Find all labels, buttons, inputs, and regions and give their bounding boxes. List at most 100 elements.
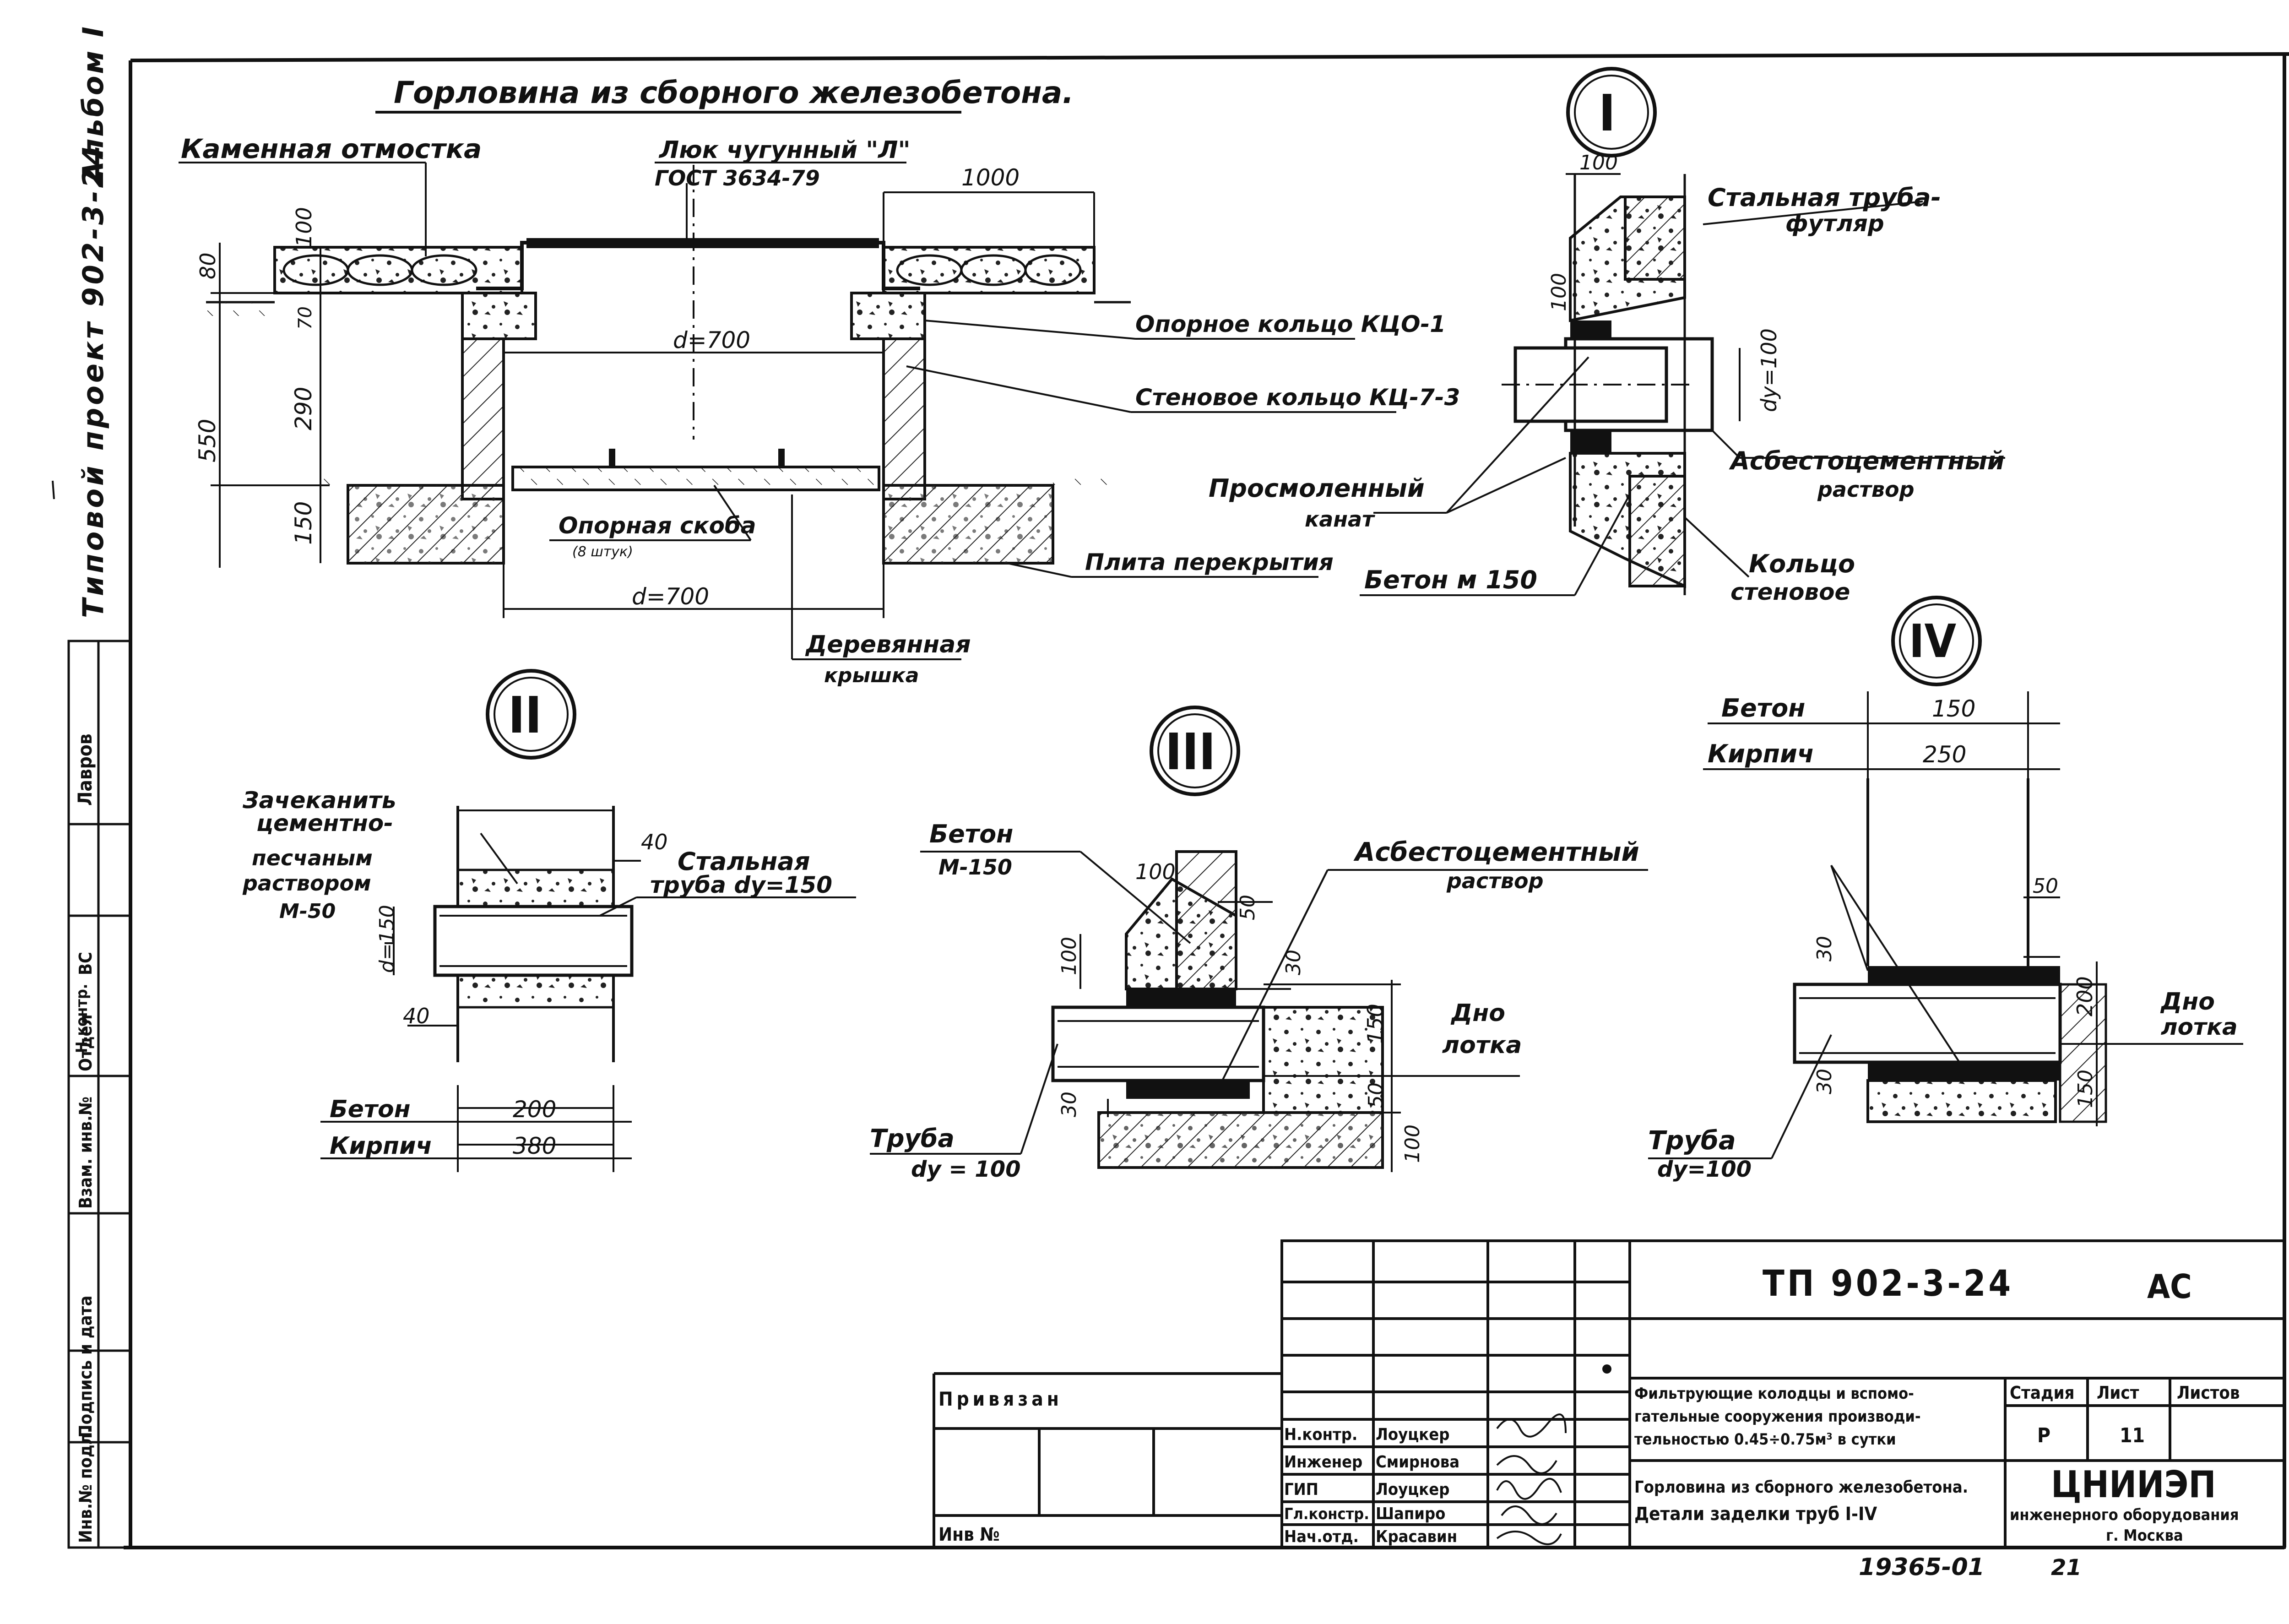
main-section-drawing (206, 165, 1131, 565)
dim-II-200: 200 (513, 1096, 556, 1123)
sheet-title-2: Детали заделки труб I-IV (1634, 1504, 1877, 1525)
detail-I-leaders (1360, 173, 2005, 596)
label-I-steel-pipe-1: Стальная труба- (1708, 183, 1941, 212)
detail-II-mark: II (508, 686, 542, 744)
project-name-3: тельностью 0.45÷0.75м³ в сутки (1634, 1430, 1896, 1449)
dim-III-30a: 30 (1282, 950, 1305, 975)
dim-I-100-w: 100 (1579, 151, 1618, 174)
name-4: Красавин (1376, 1527, 1457, 1546)
dim-III-100-h: 100 (1058, 937, 1081, 975)
detail-IV-mark: IV (1909, 614, 1956, 668)
dim-290-main: 290 (290, 387, 317, 430)
label-bracket: Опорная скоба (559, 512, 756, 539)
side-stamp-control: Н.контр. (73, 984, 91, 1053)
role-1: Инженер (1284, 1453, 1362, 1472)
label-III-concrete-2: М-150 (938, 855, 1012, 880)
detail-I-drawing (1502, 174, 1714, 595)
label-II-steel-1: Стальная (678, 847, 810, 876)
label-I-ring-2: стеновое (1730, 579, 1850, 605)
footer-page: 21 (2051, 1555, 2082, 1581)
label-III-asbestos-2: раствор (1446, 869, 1544, 893)
project-name-1: Фильтрующие колодцы и вспомо- (1634, 1385, 1914, 1403)
side-stamp-inv: Инв.№ подл. (76, 1427, 96, 1543)
organization-name: ЦНИИЭП (2051, 1463, 2216, 1506)
label-IV-pipe-1: Труба (1648, 1126, 1736, 1156)
label-III-bottom-2: лотка (1442, 1032, 1522, 1059)
stone-pavement-right (882, 246, 1096, 294)
label-I-rope-1: Просмоленный (1209, 474, 1425, 503)
wall-ring-left (461, 337, 505, 500)
detail-III-leaders (870, 851, 1648, 1172)
series-label: Типовой проект 902-3-24 (76, 143, 110, 618)
name-1: Смирнова (1376, 1453, 1459, 1472)
dim-150-main: 150 (290, 501, 317, 545)
label-support-ring: Опорное кольцо КЦО-1 (1135, 311, 1446, 337)
dim-I-100-h: 100 (1547, 273, 1571, 311)
label-stone-pavement: Каменная отмостка (181, 133, 482, 164)
side-stamp-surname: Лавров (74, 733, 96, 806)
support-ring-right (850, 292, 926, 340)
footer-number: 19365-01 (1859, 1553, 1985, 1581)
label-gost: ГОСТ 3634-79 (655, 166, 820, 190)
name-2: Лоуцкер (1376, 1480, 1449, 1499)
project-name-2: гательные сооружения производи- (1634, 1407, 1921, 1426)
label-II-concrete: Бетон (330, 1096, 411, 1123)
detail-III-mark: III (1165, 722, 1215, 781)
wooden-cover (511, 466, 880, 491)
detail-IV-marker (1891, 596, 1982, 686)
dim-80-main: 80 (195, 252, 220, 279)
detail-III-drawing (1051, 850, 1384, 1169)
label-II-steel-2: труба dy=150 (650, 872, 832, 898)
dim-IV-200: 200 (2072, 976, 2097, 1016)
sheet-mark: АС (2147, 1267, 2192, 1306)
label-III-pipe-2: dy = 100 (911, 1157, 1020, 1182)
label-II-caulk-2: цементно- (256, 810, 393, 836)
label-II-caulk-1: Зачеканить (242, 787, 396, 814)
side-stamp-dept: Отдел (76, 1014, 96, 1071)
side-stamp (67, 640, 132, 1549)
dim-IV-250: 250 (1923, 741, 1966, 768)
label-III-bottom-1: Дно (1450, 999, 1505, 1027)
label-III-concrete-1: Бетон (929, 820, 1014, 848)
dim-IV-30b: 30 (1813, 1069, 1836, 1094)
dim-III-100b: 100 (1401, 1124, 1424, 1163)
label-II-brick: Кирпич (330, 1132, 432, 1160)
dim-100-main: 100 (292, 207, 316, 247)
dim-IV-50: 50 (2033, 874, 2058, 898)
album-label: Альбом I (76, 25, 110, 185)
name-3: Шапиро (1376, 1505, 1445, 1523)
dim-IV-150b: 150 (2074, 1070, 2097, 1108)
organization-city: г. Москва (2106, 1526, 2183, 1545)
project-code: ТП 902-3-24 (1763, 1263, 2013, 1304)
dim-IV-30a: 30 (1813, 936, 1836, 961)
dim-III-50: 50 (1236, 895, 1259, 920)
sheets-header: Листов (2177, 1383, 2240, 1403)
title-block-dot (1602, 1364, 1611, 1374)
sheet-value: 11 (2120, 1424, 2145, 1447)
dim-70-main: 70 (295, 306, 316, 330)
label-I-concrete: Бетон м 150 (1364, 565, 1537, 594)
wall-ring-right (882, 337, 926, 500)
main-dimension-lines (211, 191, 1095, 618)
role-4: Нач.отд. (1284, 1527, 1359, 1546)
ruler-tick (52, 480, 55, 500)
label-IV-concrete: Бетон (1721, 694, 1806, 722)
detail-IV-drawing (1793, 778, 2107, 1123)
page-title: Горловина из сборного железобетона. (394, 75, 1074, 110)
role-0: Н.контр. (1284, 1425, 1357, 1444)
dim-II-380: 380 (513, 1133, 556, 1159)
label-I-rope-2: канат (1305, 507, 1375, 532)
dim-I-dy: dy=100 (1757, 328, 1781, 412)
dim-III-100-w: 100 (1135, 859, 1176, 884)
label-IV-bottom-2: лотка (2161, 1014, 2238, 1040)
label-II-caulk-5: М-50 (279, 900, 336, 923)
side-stamp-signdate: Подпись и дата (76, 1296, 96, 1438)
sheet-header: Лист (2097, 1383, 2139, 1403)
inv-label: Инв № (938, 1524, 1000, 1545)
label-I-asbestos-2: раствор (1817, 477, 1915, 502)
label-I-ring-1: Кольцо (1749, 549, 1855, 578)
stage-header: Стадия (2010, 1383, 2074, 1403)
label-bracket-qty: (8 штук) (572, 544, 633, 560)
label-I-steel-pipe-2: футляр (1785, 210, 1884, 237)
dim-IV-150: 150 (1932, 695, 1975, 722)
